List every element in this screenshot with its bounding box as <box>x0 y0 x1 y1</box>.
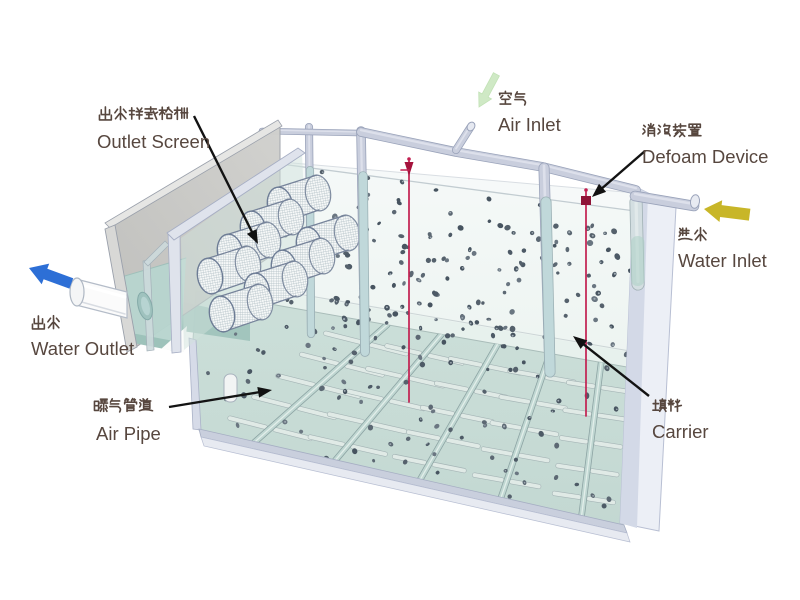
svg-text:Outlet Screen: Outlet Screen <box>97 131 210 152</box>
svg-text:Air Inlet: Air Inlet <box>498 114 561 135</box>
svg-text:Water Inlet: Water Inlet <box>678 250 767 271</box>
svg-text:Air Pipe: Air Pipe <box>96 423 161 444</box>
svg-text:Defoam Device: Defoam Device <box>642 146 768 167</box>
svg-text:Carrier: Carrier <box>652 421 709 442</box>
svg-text:Water Outlet: Water Outlet <box>31 338 134 359</box>
